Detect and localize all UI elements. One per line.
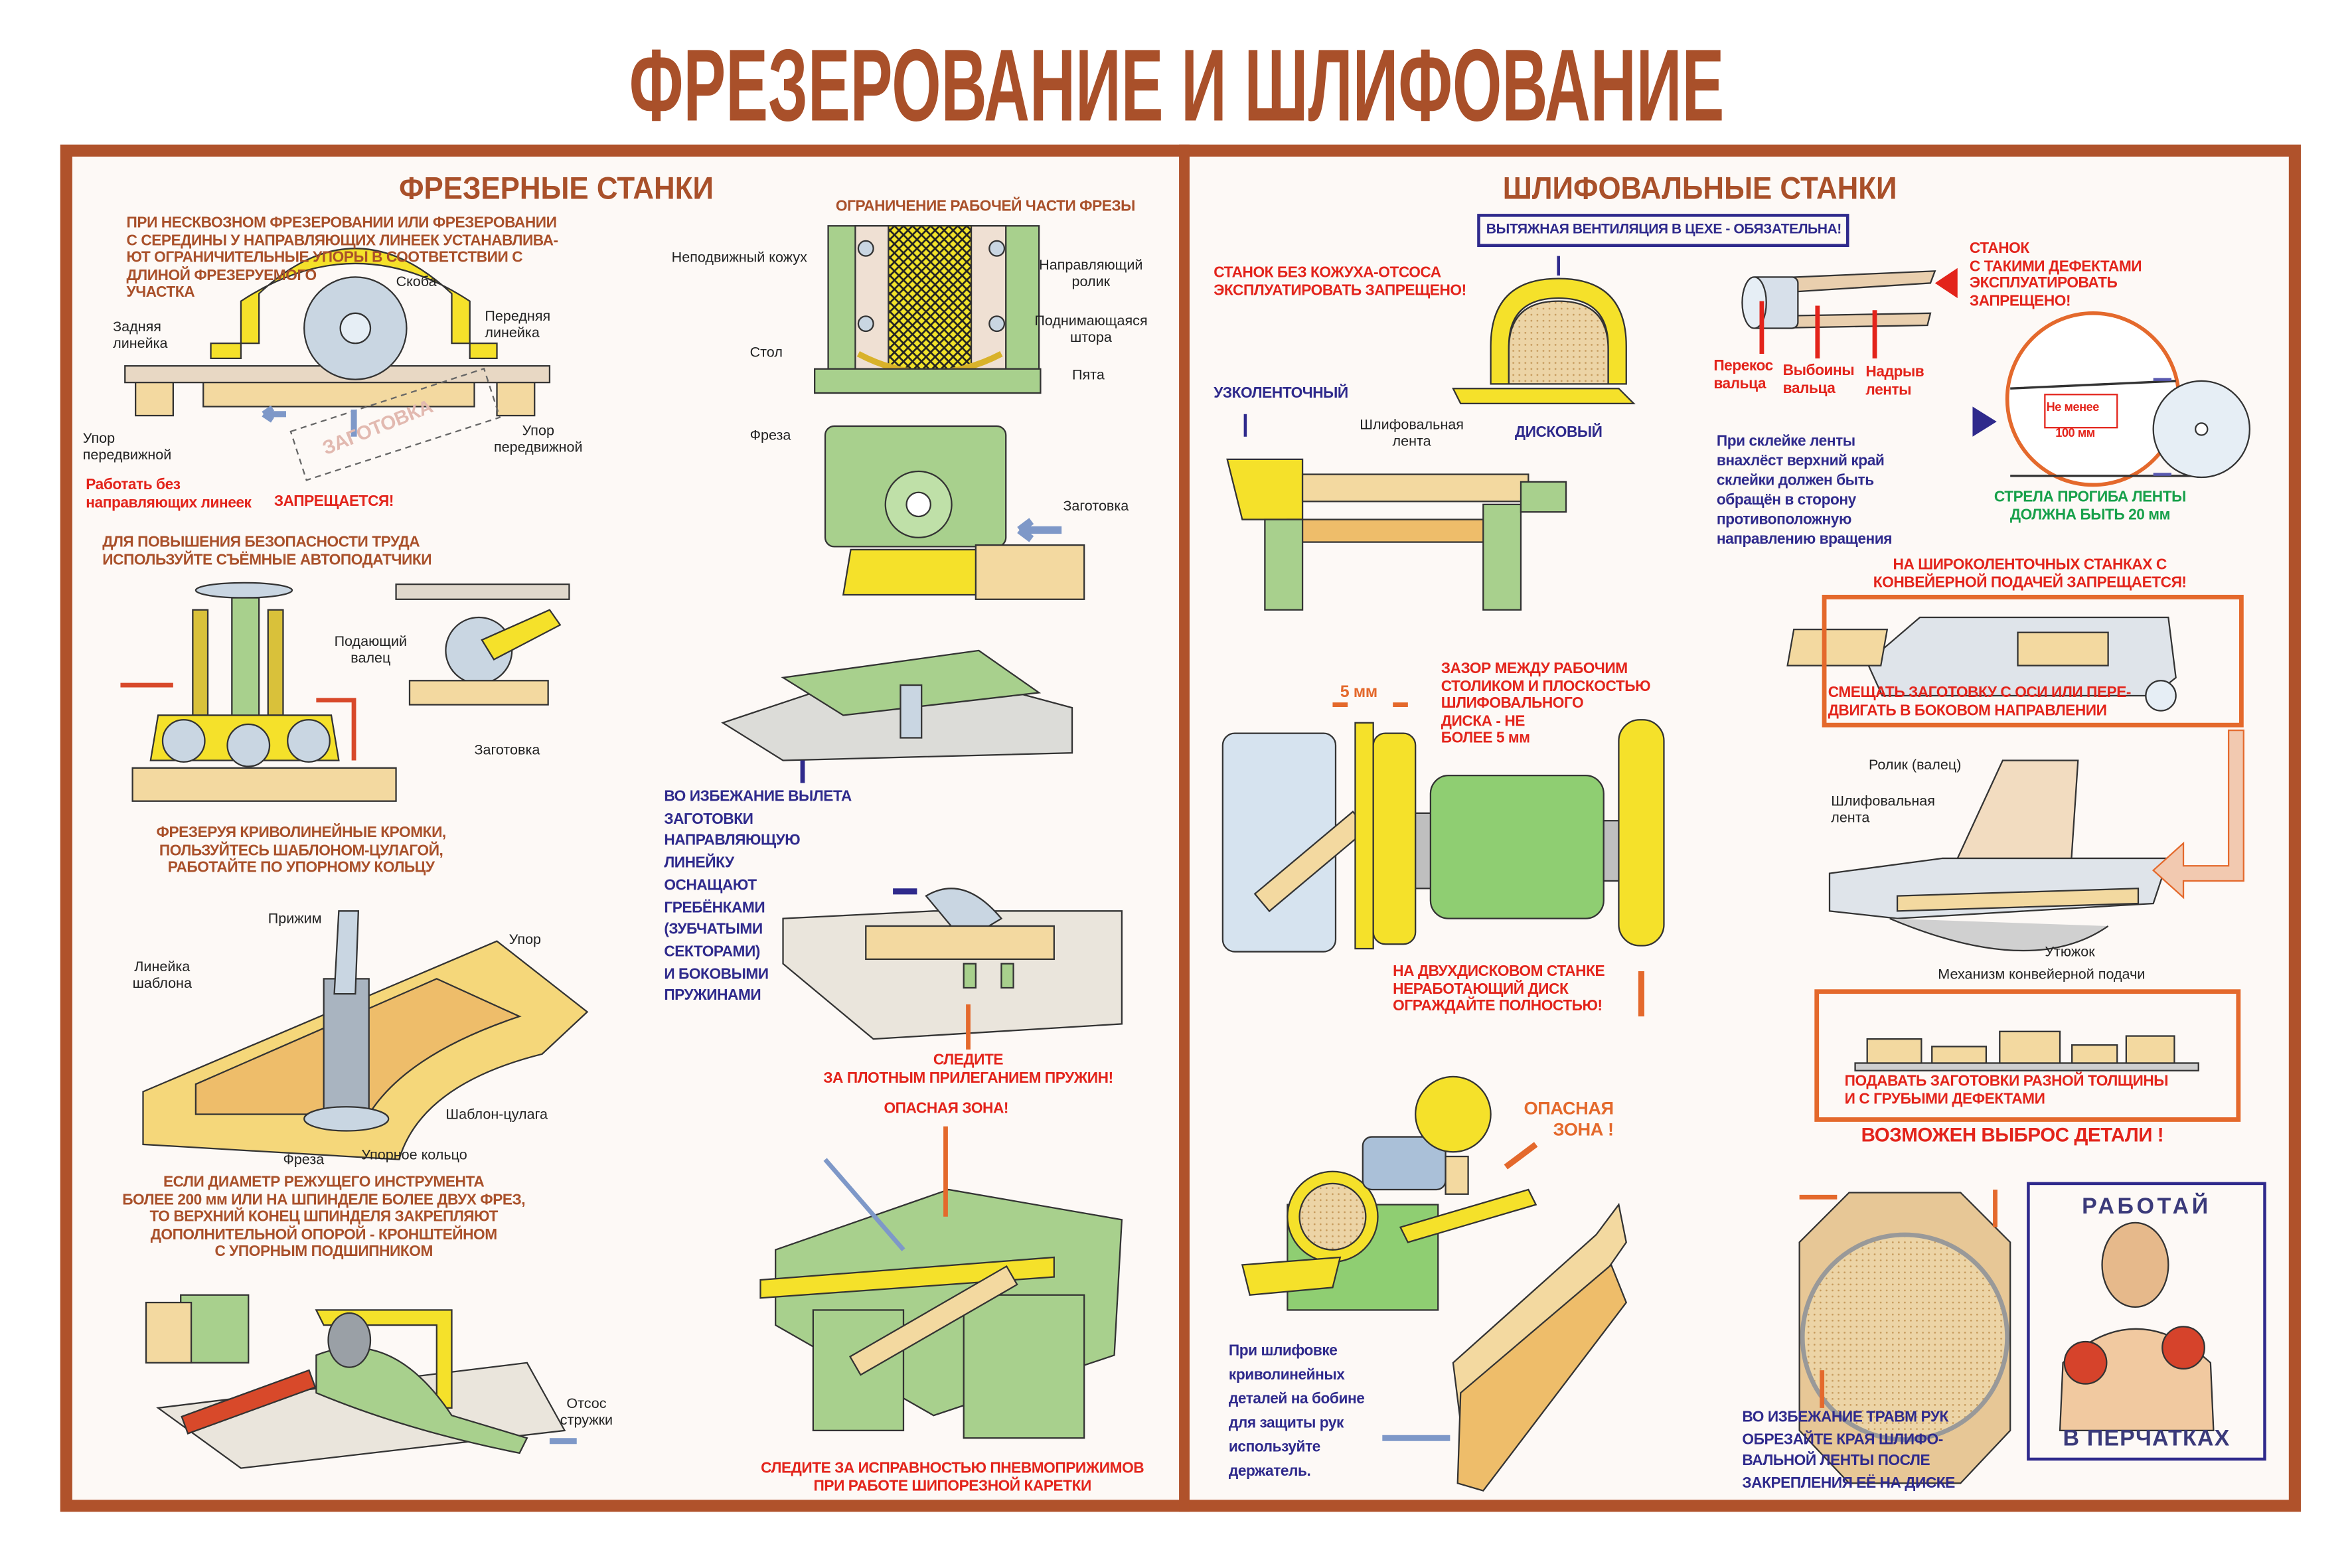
no-guides-forbidden: ЗАПРЕЩАЕТСЯ!: [274, 494, 394, 510]
guide-ruler-illustration: [721, 649, 1073, 783]
panel-divider: [1179, 144, 1190, 1512]
label-fixed-cover: Неподвижный кожух: [671, 250, 807, 267]
label-front-ruler: Передняя линейка: [485, 309, 551, 342]
template-illustration: [142, 910, 589, 1160]
label-heel: Пята: [1072, 367, 1105, 384]
danger-zone-right: ОПАСНАЯ ЗОНА !: [1524, 1097, 1614, 1140]
wide-belt-warning: НА ШИРОКОЛЕНТОЧНЫХ СТАНКАХ С КОНВЕЙЕРНОЙ…: [1873, 557, 2187, 591]
narrow-belt-label: УЗКОЛЕНТОЧНЫЙ: [1214, 385, 1348, 402]
template-note: ФРЕЗЕРУЯ КРИВОЛИНЕЙНЫЕ КРОМКИ, ПОЛЬЗУЙТЕ…: [156, 825, 447, 877]
label-template-ruler: Линейка шаблона: [132, 959, 192, 992]
overlap-value: 100 мм: [2055, 426, 2095, 440]
label-feed-roller: Подающий валец: [334, 633, 408, 667]
defect-roller-dents: Выбоины вальца: [1782, 362, 1855, 397]
milling-section-heading: ФРЕЗЕРНЫЕ СТАНКИ: [399, 171, 714, 206]
disc-sander-illustration: [1452, 256, 1636, 405]
double-disc-note: НА ДВУХДИСКОВОМ СТАНКЕ НЕРАБОТАЮЩИЙ ДИСК…: [1393, 963, 1605, 1016]
disc-label: ДИСКОВЫЙ: [1514, 424, 1603, 441]
label-cutter-2: Фреза: [749, 428, 791, 445]
label-clamp: Прижим: [268, 911, 322, 928]
label-stop: Упор: [509, 932, 542, 949]
holder-note: При шлифовке криволинейных деталей на бо…: [1228, 1343, 1365, 1480]
label-cutter: Фреза: [283, 1152, 325, 1169]
defects-warning: СТАНОК С ТАКИМИ ДЕФЕКТАМИ ЭКСПЛУАТИРОВАТ…: [1969, 240, 2142, 310]
defect-roller-skew: Перекос вальца: [1713, 358, 1773, 393]
saw-springs-illustration: [782, 888, 1123, 1050]
ventilation-box: ВЫТЯЖНАЯ ВЕНТИЛЯЦИЯ В ЦЕХЕ - ОБЯЗАТЕЛЬНА…: [1477, 214, 1849, 248]
gluing-note: При склейке ленты внахлёст верхний край …: [1716, 433, 1893, 548]
label-workpiece: Заготовка: [474, 742, 540, 759]
overlap-min: Не менее: [2046, 400, 2100, 414]
gloves-poster-illustration: [2059, 1221, 2215, 1432]
shift-note: СМЕЩАТЬ ЗАГОТОВКУ С ОСИ ИЛИ ПЕРЕ- ДВИГАТ…: [1828, 685, 2132, 720]
gloves-poster: РАБОТАЙ В ПЕРЧАТКАХ: [2027, 1182, 2266, 1461]
springs-note: СЛЕДИТЕ ЗА ПЛОТНЫМ ПРИЛЕГАНИЕМ ПРУЖИН!: [823, 1052, 1113, 1087]
gloves-bottom: В ПЕРЧАТКАХ: [2063, 1426, 2231, 1452]
curved-workpiece-illustration: [1382, 1202, 1628, 1492]
label-stop-left: Упор передвижной: [82, 430, 172, 464]
conveyor-box: [1822, 594, 2244, 728]
label-rear-ruler: Задняя линейка: [113, 319, 168, 353]
danger-zone-left: ОПАСНАЯ ЗОНА!: [884, 1101, 1008, 1118]
gloves-top: РАБОТАЙ: [2082, 1194, 2211, 1220]
label-rising-shutter: Поднимающаяся штора: [1034, 313, 1148, 347]
uneven-boards-illustration: [1854, 1030, 2199, 1071]
label-skoba: Скоба: [396, 274, 437, 291]
diameter-note: ЕСЛИ ДИАМЕТР РЕЖУЩЕГО ИНСТРУМЕНТА БОЛЕЕ …: [122, 1174, 526, 1261]
autofeeder-illustration: [120, 582, 570, 802]
label-guide-roller: Направляющий ролик: [1039, 257, 1143, 291]
pneumatic-note: СЛЕДИТЕ ЗА ИСПРАВНОСТЬЮ ПНЕВМОПРИЖИМОВ П…: [761, 1460, 1144, 1495]
thickness-note: ПОДАВАТЬ ЗАГОТОВКИ РАЗНОЙ ТОЛЩИНЫ И С ГР…: [1844, 1073, 2169, 1108]
double-disc-sander-illustration: [1221, 702, 1665, 1017]
no-guides-warning: Работать без направляющих линеек: [86, 477, 252, 512]
label-template: Шаблон-цулага: [445, 1107, 548, 1124]
narrow-belt-sander-illustration: [1226, 414, 1567, 611]
label-thrust-ring: Упорное кольцо: [361, 1147, 467, 1164]
defect-belt-tear: Надрыв ленты: [1865, 364, 1924, 399]
ventilation-text: ВЫТЯЖНАЯ ВЕНТИЛЯЦИЯ В ЦЕХЕ - ОБЯЗАТЕЛЬНА…: [1486, 221, 1842, 237]
belt-defects-illustration: [1741, 268, 1958, 358]
label-stop-right: Упор передвижной: [494, 423, 583, 457]
disc-trim-illustration: [1798, 1189, 2011, 1484]
sanding-section-heading: ШЛИФОВАЛЬНЫЕ СТАНКИ: [1502, 171, 1897, 206]
spindle-support-illustration: [145, 1294, 577, 1469]
no-hood-warning: СТАНОК БЕЗ КОЖУХА-ОТСОСА ЭКСПЛУАТИРОВАТЬ…: [1214, 265, 1466, 299]
limit-heading: ОГРАНИЧЕНИЕ РАБОЧЕЙ ЧАСТИ ФРЕЗЫ: [835, 198, 1135, 216]
stops-note: ПРИ НЕСКВОЗНОМ ФРЕЗЕРОВАНИИ ИЛИ ФРЕЗЕРОВ…: [126, 215, 559, 302]
trim-note: ВО ИЗБЕЖАНИЕ ТРАВМ РУК ОБРЕЗАЙТЕ КРАЯ ШЛ…: [1742, 1409, 1955, 1492]
label-workpiece-2: Заготовка: [1063, 498, 1129, 515]
tenoning-machine-illustration: [759, 1126, 1123, 1439]
label-iron: Утюжок: [2045, 944, 2095, 961]
poster-title-text: ФРЕЗЕРОВАНИЕ И ШЛИФОВАНИЕ: [628, 29, 1724, 143]
gap-note: ЗАЗОР МЕЖДУ РАБОЧИМ СТОЛИКОМ И ПЛОСКОСТЬ…: [1441, 661, 1651, 747]
label-roller: Ролик (валец): [1868, 757, 1962, 774]
conveyor-illustration: [1786, 616, 2177, 712]
cutter-shutter-illustration: [814, 225, 1085, 600]
poster-title: ФРЕЗЕРОВАНИЕ И ШЛИФОВАНИЕ: [0, 27, 2352, 145]
gap-value: 5 мм: [1340, 683, 1377, 702]
ejection-warning: ВОЗМОЖЕН ВЫБРОС ДЕТАЛИ !: [1861, 1123, 2164, 1146]
milling-guard-illustration: [124, 248, 551, 481]
sag-note: СТРЕЛА ПРОГИБА ЛЕНТЫ ДОЛЖНА БЫТЬ 20 мм: [1994, 489, 2186, 524]
bobbin-sander-illustration: [1241, 1075, 1538, 1311]
label-table: Стол: [749, 345, 783, 362]
label-belt: Шлифовальная лента: [1831, 793, 1935, 827]
label-chip-suction: Отсос стружки: [560, 1395, 613, 1429]
wide-belt-sander-illustration: [1828, 729, 2244, 952]
thickness-box: [1814, 989, 2241, 1122]
label-sanding-belt: Шлифовальная лента: [1360, 417, 1464, 451]
label-conveyor: Механизм конвейерной подачи: [1938, 967, 2146, 984]
autofeeder-note: ДЛЯ ПОВЫШЕНИЯ БЕЗОПАСНОСТИ ТРУДА ИСПОЛЬЗ…: [102, 534, 432, 569]
ejection-note: ВО ИЗБЕЖАНИЕ ВЫЛЕТА ЗАГОТОВКИ НАПРАВЛЯЮЩ…: [664, 789, 852, 1005]
belt-overlap-illustration: [1972, 311, 2250, 487]
